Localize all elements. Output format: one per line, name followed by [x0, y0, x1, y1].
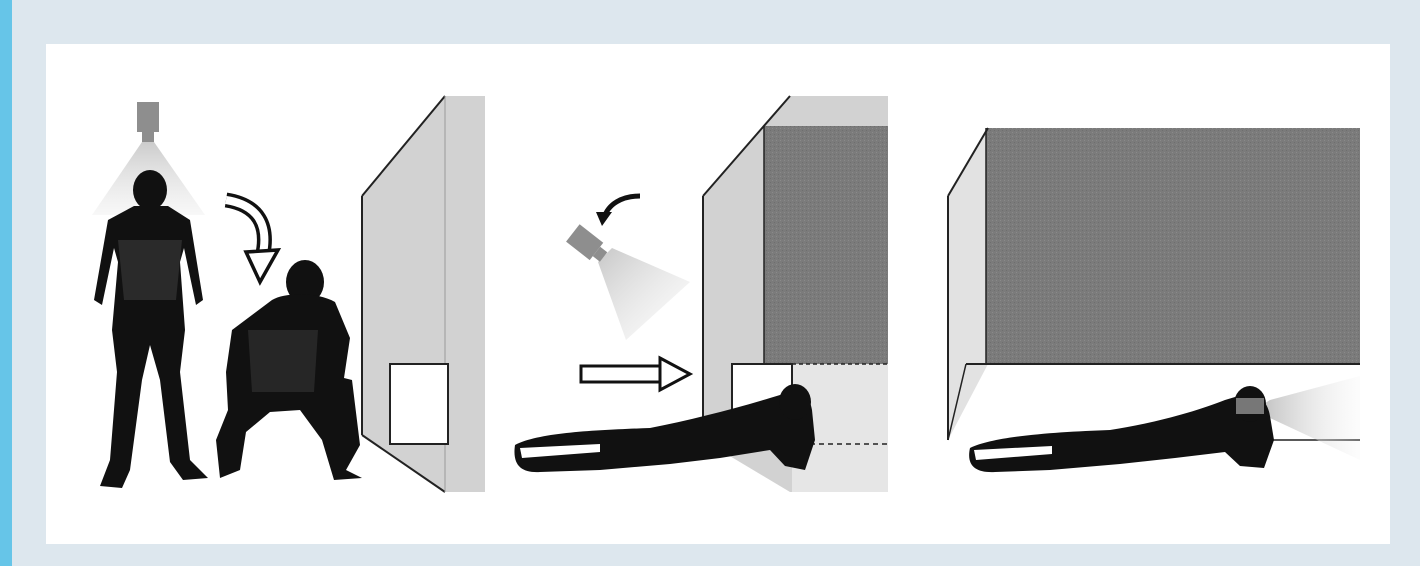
- standing-person-silhouette: [94, 170, 208, 488]
- straight-arrow-icon: [579, 355, 694, 393]
- camera-icon: [137, 102, 159, 142]
- light-beam: [598, 248, 690, 340]
- wall-icon: [947, 127, 1360, 441]
- head-lamp-icon: [1236, 398, 1264, 414]
- wall-icon: [702, 95, 888, 492]
- crawling-person-silhouette: [514, 384, 815, 473]
- panel-2: [514, 95, 888, 492]
- panel-1: [92, 95, 485, 493]
- camera-icon: [566, 224, 608, 262]
- curved-arrow-icon: [596, 193, 641, 226]
- accent-edge: [0, 0, 12, 566]
- head-lamp-icon: [1262, 376, 1360, 460]
- kneeling-person-silhouette: [216, 260, 362, 480]
- curved-arrow-icon: [224, 192, 282, 286]
- doorway-icon: [389, 363, 449, 445]
- panel-3: [947, 127, 1360, 473]
